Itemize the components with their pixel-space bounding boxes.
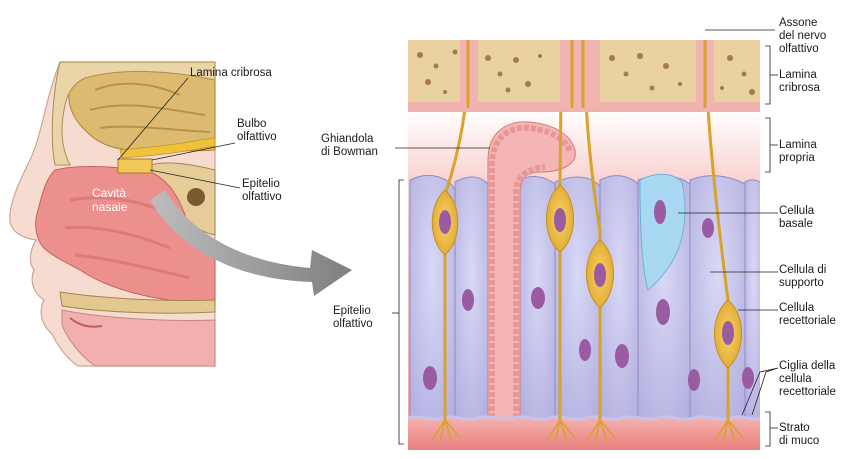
epithelium-highlight: [118, 159, 152, 173]
label-lamina-propria: Lamina propria: [779, 139, 817, 165]
label-lamina-cribrosa-detail: Lamina cribrosa: [779, 69, 820, 95]
label-cellula-supporto: Cellula di supporto: [779, 264, 826, 290]
label-ciglia: Ciglia della cellula recettoriale: [779, 360, 836, 399]
label-epitelio-olfattivo-head: Epitelio olfattivo: [242, 178, 282, 204]
label-assone: Assone del nervo olfattivo: [779, 17, 826, 56]
cribriform-plate: [408, 40, 760, 112]
label-lamina-cribrosa-head: Lamina cribrosa: [190, 67, 272, 80]
basal-cell-nucleus: [654, 200, 666, 224]
label-epitelio-olfattivo-detail: Epitelio olfattivo: [333, 305, 373, 331]
mucus-layer: [408, 418, 760, 450]
label-bulbo-olfattivo: Bulbo olfattivo: [237, 118, 277, 144]
label-cavita-nasale: Cavità nasale: [92, 186, 127, 214]
detail-panel: [408, 40, 762, 450]
support-cells: [410, 175, 762, 420]
head-section: [10, 62, 240, 366]
label-ghiandola-bowman: Ghiandola di Bowman: [321, 133, 378, 159]
label-strato-muco: Strato di muco: [779, 422, 819, 448]
sinus-cavity: [187, 188, 205, 206]
label-cellula-recettoriale: Cellula recettoriale: [779, 302, 836, 328]
label-cellula-basale: Cellula basale: [779, 205, 814, 231]
cell-apical-border: [408, 417, 760, 419]
